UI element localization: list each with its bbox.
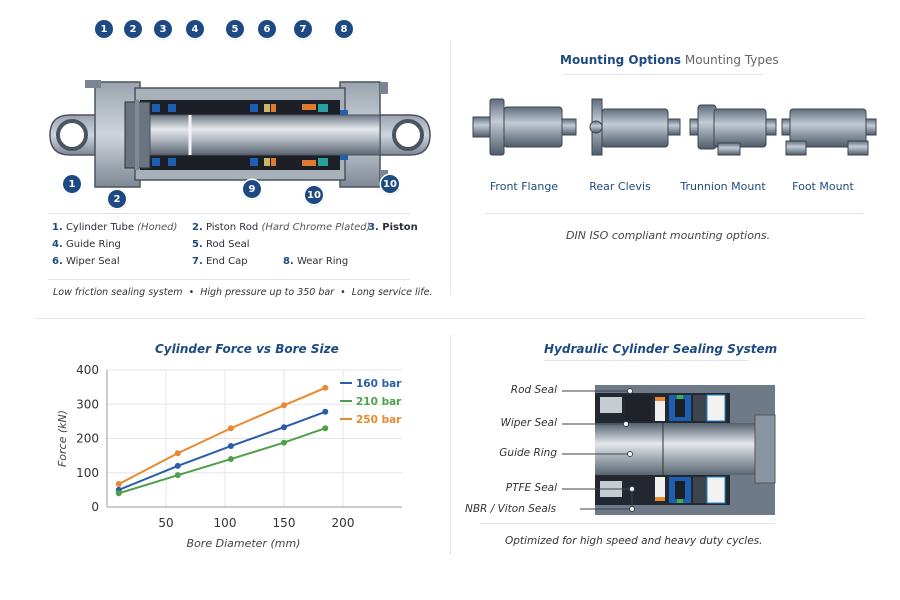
foot-mount-icon xyxy=(781,108,877,156)
sealing-title-underline xyxy=(544,360,749,361)
callout-badge: 5 xyxy=(226,20,244,38)
rod-end-eye xyxy=(374,114,431,156)
part-item: 2. Piston Rod (Hard Chrome Plated) xyxy=(192,222,371,233)
callout-badge: 2 xyxy=(124,20,142,38)
data-point xyxy=(227,443,234,450)
mounting-illustrations xyxy=(472,98,877,156)
data-point xyxy=(174,450,181,457)
seal-label-ptfe-seal: PTFE Seal xyxy=(505,482,557,494)
part-item: 8. Wear Ring xyxy=(283,256,349,267)
series-line xyxy=(118,386,326,485)
mount-label-foot-mount: Foot Mount xyxy=(792,180,854,193)
callout-badge: 8 xyxy=(335,20,353,38)
trunnion-mount-icon xyxy=(689,104,777,156)
data-point xyxy=(281,424,287,431)
legend-label: 210 bar xyxy=(356,396,402,408)
front-flange-icon xyxy=(472,98,577,156)
callout-badge: 2 xyxy=(108,190,126,208)
rear-clevis-eye xyxy=(49,114,106,156)
data-point xyxy=(115,490,122,497)
x-tick-label: 200 xyxy=(332,516,355,530)
series-line xyxy=(118,410,326,491)
data-point xyxy=(281,402,287,409)
seal-label-wiper-seal: Wiper Seal xyxy=(500,417,557,429)
x-tick-label: 100 xyxy=(214,516,237,530)
callout-badge: 4 xyxy=(186,20,204,38)
x-axis-label: Bore Diameter (mm) xyxy=(187,537,301,550)
y-tick-label: 100 xyxy=(76,466,99,480)
data-point xyxy=(322,408,329,415)
seal-rod xyxy=(595,423,770,475)
part-item: 4. Guide Ring xyxy=(52,239,121,250)
part-item: 5. Rod Seal xyxy=(192,239,250,250)
parts-list-divider-bottom xyxy=(48,279,410,280)
callout-badge: 10 xyxy=(305,186,323,204)
x-tick-label: 150 xyxy=(273,516,296,530)
callout-badge: 7 xyxy=(294,20,312,38)
y-axis-label: Force (kN) xyxy=(56,410,69,467)
sealing-title: Hydraulic Cylinder Sealing System xyxy=(544,342,778,356)
chart-title: Cylinder Force vs Bore Size xyxy=(155,342,339,356)
divider-vertical-top xyxy=(450,40,451,295)
mount-label-front-flange: Front Flange xyxy=(489,180,559,193)
x-tick-label: 50 xyxy=(158,516,173,530)
part-item: 3. Piston xyxy=(368,222,418,233)
seal-label-nbr-viton: NBR / Viton Seals xyxy=(465,503,557,515)
mounting-divider xyxy=(485,213,863,214)
part-item: 1. Cylinder Tube (Honed) xyxy=(52,222,178,233)
data-point xyxy=(322,425,329,432)
series-line xyxy=(118,427,326,495)
callout-badge: 3 xyxy=(154,20,172,38)
mount-label-trunnion-mount: Trunnion Mount xyxy=(680,180,766,193)
data-point xyxy=(174,472,181,479)
callout-badge: 9 xyxy=(243,180,261,198)
mount-label-rear-clevis: Rear Clevis xyxy=(589,180,651,193)
y-tick-label: 300 xyxy=(76,397,99,411)
data-point xyxy=(322,384,329,391)
mounting-title: Mounting Options Mounting Types xyxy=(560,53,779,67)
divider-vertical-bottom xyxy=(450,335,451,555)
seal-leader-lines xyxy=(562,388,635,512)
y-tick-label: 400 xyxy=(76,363,99,377)
part-item: 6. Wiper Seal xyxy=(52,256,120,267)
callout-badge: 10 xyxy=(381,175,399,193)
mounting-note: DIN ISO compliant mounting options. xyxy=(566,229,771,242)
data-point xyxy=(227,456,234,463)
data-point xyxy=(281,439,287,446)
seal-label-rod-seal: Rod Seal xyxy=(510,384,557,396)
parts-list-divider-top xyxy=(48,213,410,214)
mounting-title-underline xyxy=(563,74,763,75)
data-point xyxy=(115,481,122,488)
data-point xyxy=(227,425,234,432)
sealing-divider xyxy=(480,523,775,524)
sealing-note: Optimized for high speed and heavy duty … xyxy=(505,535,763,547)
rear-clevis-icon xyxy=(589,98,681,156)
data-point xyxy=(174,462,181,469)
callout-badge: 6 xyxy=(258,20,276,38)
piston-rod xyxy=(149,114,381,156)
y-tick-label: 0 xyxy=(91,500,99,514)
divider-horizontal xyxy=(35,318,865,319)
part-item: 7. End Cap xyxy=(192,256,248,267)
cylinder-cross-section xyxy=(49,80,431,188)
legend-label: 250 bar xyxy=(356,414,402,426)
seal-label-guide-ring: Guide Ring xyxy=(499,447,557,459)
legend-label: 160 bar xyxy=(356,378,402,390)
callout-badge: 1 xyxy=(63,175,81,193)
y-tick-label: 200 xyxy=(76,432,99,446)
callout-badge: 1 xyxy=(95,20,113,38)
sealing-cross-section xyxy=(595,385,776,515)
features-text: Low friction sealing system • High press… xyxy=(53,287,433,298)
